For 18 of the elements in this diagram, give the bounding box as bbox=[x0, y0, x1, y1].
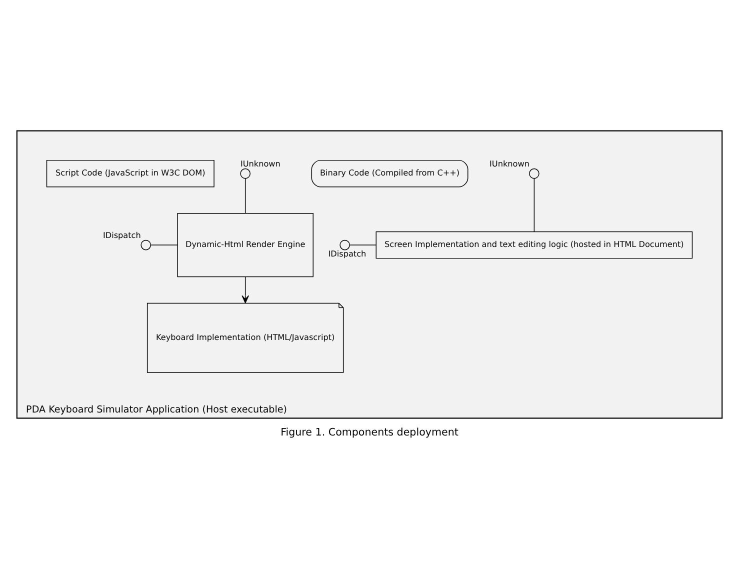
node-circle bbox=[529, 168, 540, 178]
node-circle bbox=[140, 239, 152, 250]
connector bbox=[534, 178, 535, 232]
node-box: Binary Code (Compiled from C++) bbox=[311, 159, 468, 187]
node-box: Dynamic-Html Render Engine bbox=[177, 212, 314, 277]
node-circle bbox=[340, 239, 350, 250]
arrow bbox=[242, 276, 250, 303]
node-label: IDispatch bbox=[102, 229, 141, 240]
node-circle bbox=[240, 168, 250, 178]
node-box: Script Code (JavaScript in W3C DOM) bbox=[46, 159, 214, 187]
node-label: IUnknown bbox=[490, 158, 530, 168]
connector bbox=[150, 244, 178, 245]
connector bbox=[349, 244, 376, 245]
node-label: IUnknown bbox=[240, 158, 280, 168]
caption: Figure 1. Components deployment bbox=[280, 426, 458, 438]
node-label: IDispatch bbox=[328, 248, 366, 258]
connector bbox=[244, 178, 246, 214]
node-box: Screen Implementation and text editing logic (hosted in HTML Document) bbox=[376, 230, 693, 258]
